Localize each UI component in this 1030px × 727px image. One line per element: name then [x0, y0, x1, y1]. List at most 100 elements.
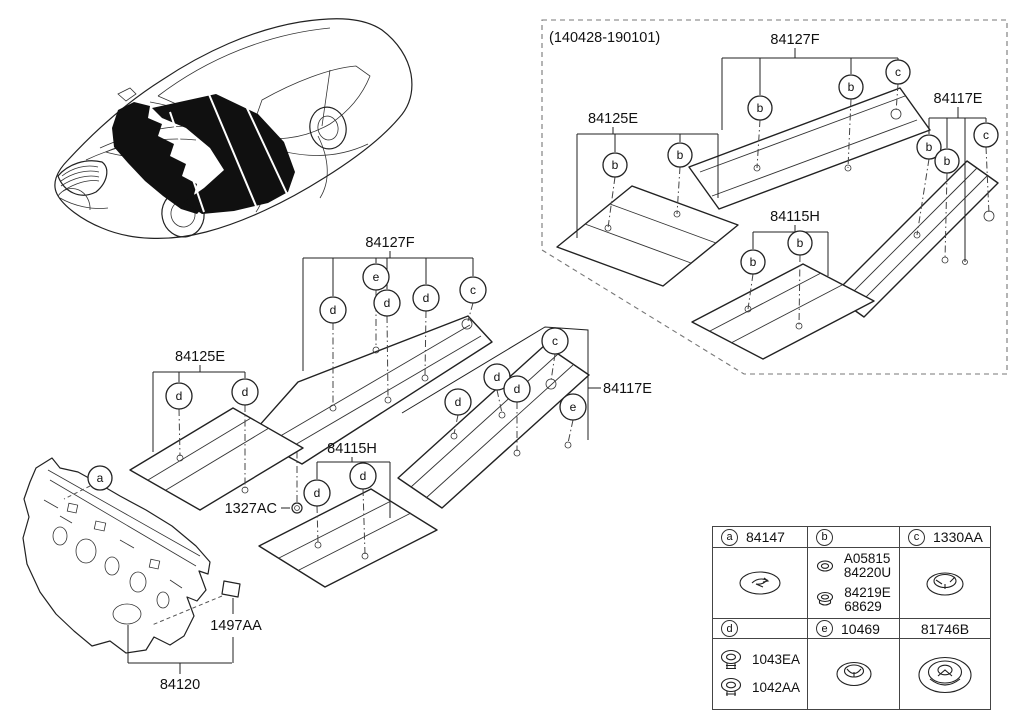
part-dash-panel-84120	[22, 457, 211, 654]
car-illustration	[54, 18, 413, 239]
svg-text:e: e	[570, 400, 577, 414]
svg-text:d: d	[494, 370, 501, 384]
label-main-84125e: 84125E	[175, 349, 225, 365]
svg-text:b: b	[750, 255, 757, 269]
callout-d: d	[231, 378, 259, 406]
legend-cell-a	[713, 548, 808, 619]
legend-header-a: a 84147	[713, 527, 808, 548]
callout-b: b	[838, 74, 864, 100]
clip-1042aa-icon	[720, 677, 742, 696]
svg-text:d: d	[242, 385, 249, 399]
legend-header-f: 81746B	[900, 619, 990, 639]
pad-1497aa-patch	[151, 580, 241, 626]
callout-e: e	[559, 393, 587, 421]
part-isolation-pad-84125e	[129, 407, 304, 511]
callout-b: b	[787, 230, 813, 256]
legend-letter-c: c	[908, 528, 925, 546]
label-main-84115h: 84115H	[327, 441, 377, 457]
part-isolation-pad-84125e-variant	[556, 185, 739, 287]
variant-date-range: (140428-190101)	[549, 30, 660, 46]
label-variant-84115h: 84115H	[770, 209, 820, 225]
legend-cell-e	[808, 639, 900, 709]
nut-84219e-icon	[817, 592, 834, 606]
legend-header-c: c 1330AA	[900, 527, 990, 548]
legend-part-1042aa: 1042AA	[751, 679, 801, 695]
callout-d: d	[165, 382, 193, 410]
svg-text:c: c	[552, 334, 558, 348]
callout-b: b	[602, 152, 628, 178]
highlighted-isolation-pads	[112, 91, 295, 214]
callout-d: d	[412, 284, 440, 312]
legend-fastener-row: 84219E 68629	[816, 584, 891, 614]
legend-letter-b: b	[816, 528, 833, 546]
callout-d: d	[444, 388, 472, 416]
fastener-legend-table: a 84147 b c 1330AA A05815 84220U	[712, 526, 991, 710]
callout-b: b	[916, 134, 942, 160]
rear-wheel	[309, 106, 347, 150]
legend-letter-a: a	[721, 528, 738, 546]
legend-part-81746b: 81746B	[920, 620, 970, 637]
retainer-1330aa-icon	[926, 572, 964, 596]
part-under-cover-84127f-variant	[688, 87, 931, 210]
legend-fastener-row: 1042AA	[720, 677, 800, 699]
variant-box: (140428-190101) 84127F 84125E	[541, 19, 1008, 375]
callout-d: d	[319, 296, 347, 324]
svg-text:b: b	[757, 101, 764, 115]
callout-e: e	[362, 263, 390, 291]
callout-b: b	[667, 142, 693, 168]
legend-part-84220u: 84220U	[843, 565, 892, 581]
legend-cell-d: 1043EA 1042AA	[713, 639, 808, 709]
side-mirror	[117, 87, 137, 102]
legend-part-1330aa: 1330AA	[933, 529, 983, 545]
callout-c: c	[541, 327, 569, 355]
svg-text:d: d	[384, 296, 391, 310]
svg-text:b: b	[797, 236, 804, 250]
svg-text:d: d	[330, 303, 337, 317]
callout-b: b	[934, 148, 960, 174]
fastener-1327ac	[281, 452, 303, 514]
svg-text:d: d	[360, 469, 367, 483]
legend-cell-c	[900, 548, 990, 619]
label-main-84127f: 84127F	[365, 235, 414, 251]
callout-c: c	[459, 276, 487, 304]
svg-text:c: c	[895, 65, 901, 79]
svg-text:b: b	[612, 158, 619, 172]
legend-letter-d: d	[721, 620, 738, 637]
legend-part-10469: 10469	[841, 620, 880, 637]
legend-header-b: b	[808, 527, 900, 548]
callout-c: c	[885, 59, 911, 85]
svg-text:b: b	[677, 148, 684, 162]
legend-part-84219e: 84219E	[844, 584, 891, 600]
svg-text:d: d	[314, 486, 321, 500]
svg-text:d: d	[423, 291, 430, 305]
label-84120: 84120	[160, 677, 200, 693]
label-variant-84127f: 84127F	[770, 32, 819, 48]
clip-10469-icon	[835, 661, 872, 687]
callout-a: a	[87, 465, 113, 491]
label-variant-84125e: 84125E	[588, 111, 638, 127]
svg-text:b: b	[848, 80, 855, 94]
legend-fastener-row: A05815 84220U	[816, 551, 892, 581]
legend-header-d: d	[713, 619, 808, 639]
svg-text:c: c	[470, 283, 476, 297]
svg-text:d: d	[176, 389, 183, 403]
legend-part-1043ea: 1043EA	[751, 652, 801, 668]
part-under-cover-84127f	[249, 315, 493, 465]
clip-1043ea-icon	[720, 649, 742, 670]
svg-text:b: b	[926, 140, 933, 154]
callout-d: d	[373, 289, 401, 317]
pad-84147-icon	[739, 571, 781, 595]
svg-text:b: b	[944, 154, 951, 168]
svg-text:a: a	[97, 471, 104, 485]
legend-cell-f	[900, 639, 990, 709]
label-variant-84117e: 84117E	[934, 91, 983, 107]
callout-b: b	[740, 249, 766, 275]
callout-b: b	[747, 95, 773, 121]
legend-part-84147: 84147	[746, 529, 785, 545]
legend-header-e: e 10469	[808, 619, 900, 639]
svg-text:e: e	[373, 270, 380, 284]
callout-d: d	[483, 363, 511, 391]
